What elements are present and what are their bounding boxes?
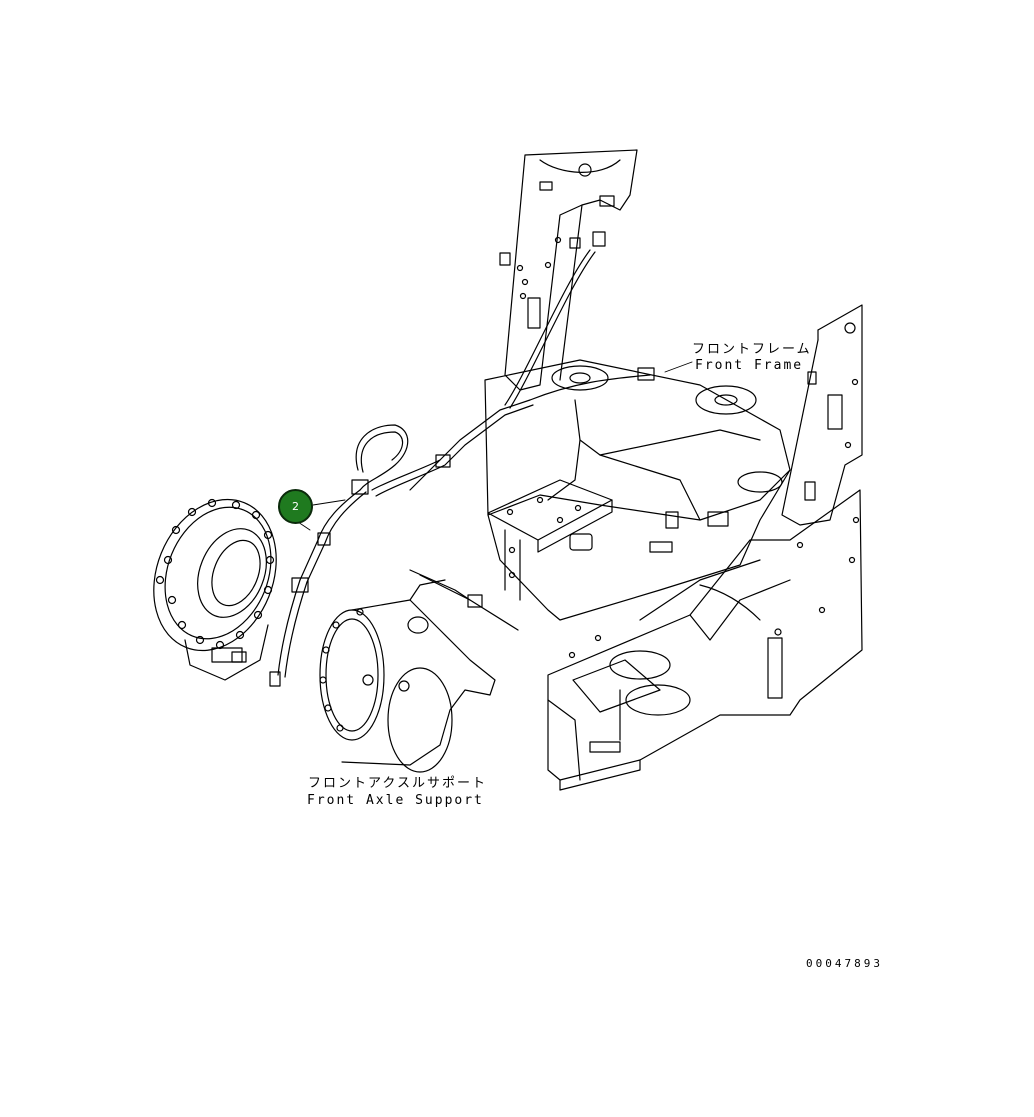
front-frame-label-jp: フロントフレーム	[692, 342, 812, 357]
callout-number: 2	[292, 500, 299, 513]
front-axle-support-label-en: Front Axle Support	[307, 793, 484, 808]
upper-pillar	[499, 149, 638, 409]
lower-frame	[547, 489, 863, 791]
ring-gear	[153, 498, 277, 681]
front-axle-support	[319, 579, 496, 773]
front-frame-label-en: Front Frame	[695, 358, 804, 373]
right-pillar	[781, 304, 863, 526]
front-axle-support-label-jp: フロントアクスルサポート	[308, 776, 487, 791]
hydraulic-hoses	[231, 367, 655, 687]
front-frame	[484, 359, 791, 621]
drawing-number: 00047893	[806, 957, 883, 970]
callout-marker-2[interactable]: 2	[278, 489, 313, 524]
leader-lines	[294, 361, 693, 531]
